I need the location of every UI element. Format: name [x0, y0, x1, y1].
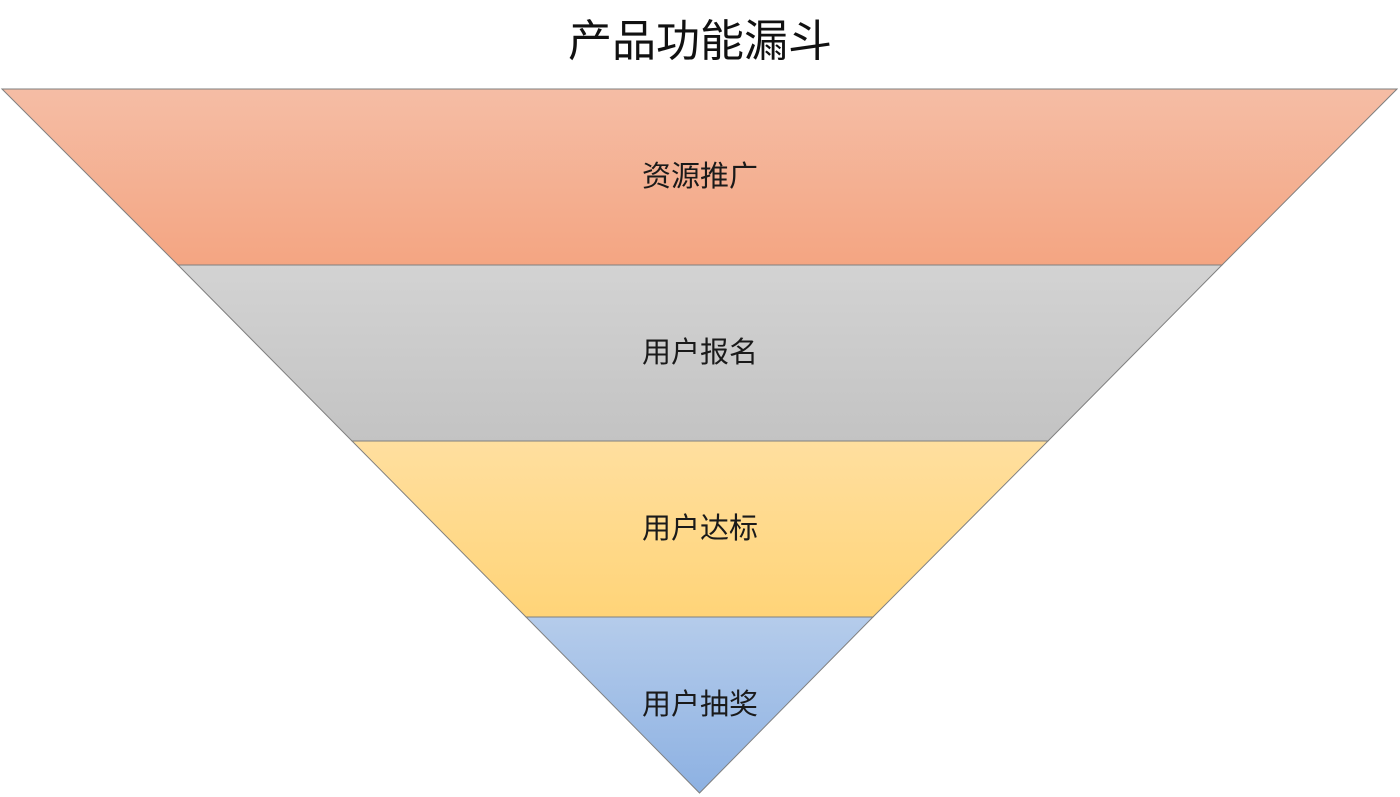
funnel-stage-1-label: 资源推广	[641, 159, 758, 193]
funnel-title: 产品功能漏斗	[568, 16, 832, 67]
funnel-stage-4-shape	[524, 616, 875, 794]
funnel-stage-3-label: 用户达标	[641, 511, 758, 545]
funnel-stage-2-label: 用户报名	[641, 335, 758, 369]
funnel-stage-4-label: 用户抽奖	[641, 687, 758, 721]
